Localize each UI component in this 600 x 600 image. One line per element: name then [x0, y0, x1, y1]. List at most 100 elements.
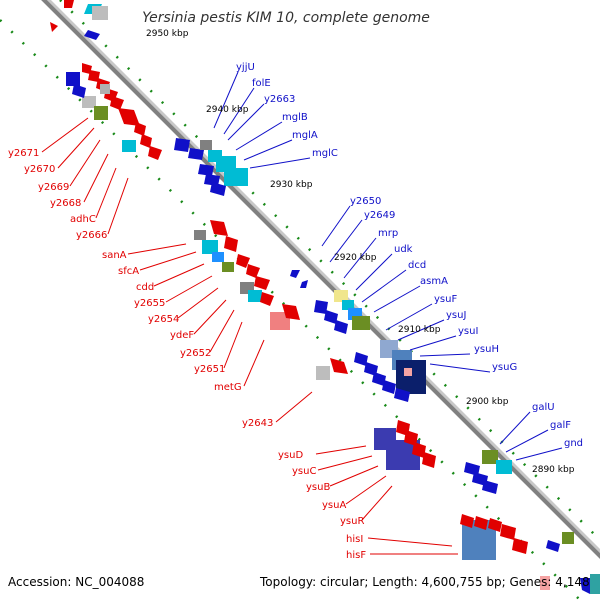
leader-line	[223, 87, 255, 135]
gene-box	[200, 140, 212, 150]
gene-label-reverse: adhC	[70, 214, 96, 225]
gene-arrow	[382, 380, 396, 394]
gene-label-reverse: sanA	[102, 250, 127, 261]
gene-label-reverse: y2643	[242, 418, 273, 429]
gene-label-reverse: y2652	[180, 348, 211, 359]
gene-arrow	[118, 108, 140, 126]
gene-arrow	[580, 578, 590, 594]
gene-arrow	[282, 304, 300, 320]
scale-label: 2900 kbp	[466, 397, 509, 407]
gene-arrow	[254, 276, 270, 290]
gene-label-reverse: y2669	[38, 182, 69, 193]
gene-arrow	[546, 540, 560, 552]
gene-arrow	[488, 518, 502, 532]
leader-line	[429, 363, 491, 373]
gene-arrow	[300, 280, 308, 288]
gene-box	[404, 368, 412, 376]
gene-arrow	[324, 310, 338, 324]
gene-arrow	[50, 22, 58, 32]
leader-line	[227, 103, 265, 141]
leader-line	[361, 485, 393, 521]
gene-box	[482, 450, 498, 464]
gene-arrow	[204, 174, 220, 186]
gene-arrow	[482, 480, 498, 494]
gene-box	[270, 312, 290, 330]
leader-line	[243, 139, 293, 161]
leader-line	[209, 309, 235, 353]
leader-line	[315, 445, 367, 455]
gene-label-forward: yjjU	[236, 62, 255, 73]
gene-label-reverse: hisF	[346, 550, 366, 561]
leader-line	[223, 321, 243, 369]
gene-label-reverse: ysuB	[306, 482, 330, 493]
gene-label-reverse: ysuA	[322, 500, 346, 511]
gene-arrow	[148, 146, 162, 160]
leader-line	[213, 71, 239, 129]
leader-line	[355, 253, 393, 291]
leader-line	[165, 275, 213, 303]
leader-line	[385, 303, 433, 331]
gene-label-reverse: ysuR	[340, 516, 364, 527]
leader-line	[321, 205, 351, 247]
leader-line	[345, 475, 387, 505]
gene-label-forward: mglC	[312, 148, 338, 159]
leader-line	[69, 139, 101, 187]
gene-label-reverse: metG	[214, 382, 242, 393]
gene-box	[334, 290, 348, 302]
gene-arrow	[330, 358, 348, 374]
leader-line	[235, 121, 283, 151]
gene-label-reverse: y2654	[148, 314, 179, 325]
leader-line	[95, 167, 117, 219]
leader-line	[409, 335, 457, 351]
gene-box	[540, 576, 550, 590]
gene-label-reverse: sfcA	[118, 266, 139, 277]
gene-label-forward: mglB	[282, 112, 308, 123]
gene-label-reverse: y2666	[76, 230, 107, 241]
gene-arrow	[88, 70, 100, 82]
gene-arrow	[84, 30, 100, 40]
leader-line	[515, 447, 563, 461]
forward-leader-lines	[213, 71, 563, 461]
leader-line	[107, 177, 129, 235]
leader-line	[373, 285, 421, 313]
gene-box	[342, 300, 354, 310]
gene-label-forward: y2650	[350, 196, 381, 207]
scale-label: 2890 kbp	[532, 465, 575, 475]
gene-label-reverse: y2671	[8, 148, 39, 159]
leader-line	[499, 411, 531, 445]
gene-box	[248, 290, 262, 302]
gene-box	[66, 72, 80, 86]
gene-label-reverse: cdd	[136, 282, 154, 293]
leader-line	[329, 465, 379, 487]
gene-label-forward: y2663	[264, 94, 295, 105]
gene-arrow	[260, 292, 274, 306]
gene-arrow	[354, 352, 368, 366]
leader-line	[243, 339, 265, 387]
gene-arrow	[474, 516, 488, 530]
gene-label-reverse: ydeF	[170, 330, 194, 341]
gene-arrow	[412, 442, 426, 458]
gene-box	[92, 6, 108, 20]
scale-label: 2950 kbp	[146, 29, 189, 39]
gene-arrow	[422, 452, 436, 468]
gene-box	[82, 96, 96, 108]
leader-line	[397, 319, 445, 341]
map-title: Yersinia pestis KIM 10, complete genome	[142, 10, 430, 26]
gene-label-forward: asmA	[420, 276, 448, 287]
gene-label-forward: udk	[394, 244, 413, 255]
leader-line	[317, 455, 373, 471]
gene-label-forward: folE	[252, 78, 271, 89]
gene-label-forward: ysuJ	[446, 310, 466, 321]
leader-line	[367, 537, 453, 547]
gene-label-reverse: y2651	[194, 364, 225, 375]
gene-arrow	[334, 320, 348, 334]
leader-line	[83, 153, 109, 203]
scale-label: 2910 kbp	[398, 325, 441, 335]
topology-label: Topology: circular; Length: 4,600,755 bp…	[259, 575, 590, 589]
leader-line	[177, 287, 219, 319]
gene-arrow	[464, 462, 480, 476]
gene-arrow	[500, 524, 516, 540]
gene-arrow	[210, 220, 228, 236]
leader-line	[57, 127, 95, 169]
leader-line	[249, 157, 311, 169]
